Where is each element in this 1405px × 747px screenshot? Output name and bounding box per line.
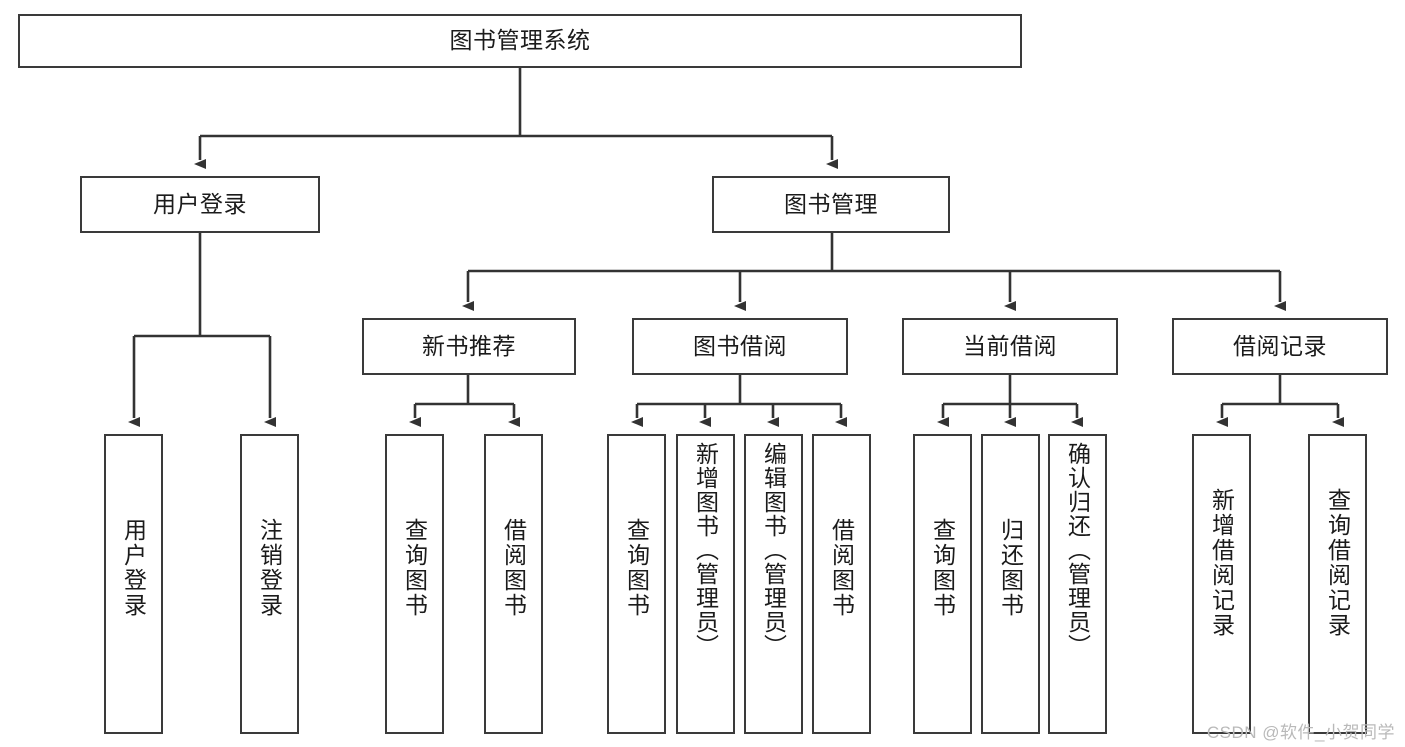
node-leaf-return-book-label: 归还图书	[997, 518, 1024, 618]
node-leaf-borrow-book-2-label: 借阅图书	[828, 518, 855, 618]
node-current-borrow[interactable]: 当前借阅	[902, 318, 1118, 375]
node-leaf-query-book-2[interactable]: 查询图书	[607, 434, 666, 734]
node-leaf-borrow-book-1[interactable]: 借阅图书	[484, 434, 543, 734]
node-leaf-user-logout-label: 注销登录	[256, 518, 283, 618]
node-leaf-query-book-1-label: 查询图书	[401, 518, 428, 618]
node-book-borrow[interactable]: 图书借阅	[632, 318, 848, 375]
node-borrow-record-label: 借阅记录	[1233, 332, 1327, 359]
node-leaf-user-logout[interactable]: 注销登录	[240, 434, 299, 734]
node-leaf-add-book-label: 新增图书（管理员）	[692, 442, 719, 658]
node-current-borrow-label: 当前借阅	[963, 332, 1057, 359]
node-new-book-recommend[interactable]: 新书推荐	[362, 318, 576, 375]
node-leaf-confirm-return-label: 确认归还（管理员）	[1064, 442, 1091, 658]
node-book-borrow-label: 图书借阅	[693, 332, 787, 359]
node-leaf-add-record-label: 新增借阅记录	[1208, 488, 1235, 638]
node-root[interactable]: 图书管理系统	[18, 14, 1022, 68]
watermark: CSDN @软件_小贺同学	[1206, 723, 1395, 742]
node-root-label: 图书管理系统	[449, 27, 591, 54]
node-leaf-edit-book-label: 编辑图书（管理员）	[760, 442, 787, 658]
node-book-management-label: 图书管理	[784, 190, 878, 217]
node-leaf-query-book-1[interactable]: 查询图书	[385, 434, 444, 734]
node-leaf-query-book-3[interactable]: 查询图书	[913, 434, 972, 734]
node-leaf-user-login[interactable]: 用户登录	[104, 434, 163, 734]
node-leaf-query-book-2-label: 查询图书	[623, 518, 650, 618]
node-leaf-add-record[interactable]: 新增借阅记录	[1192, 434, 1251, 734]
node-leaf-add-book[interactable]: 新增图书（管理员）	[676, 434, 735, 734]
node-leaf-borrow-book-1-label: 借阅图书	[500, 518, 527, 618]
node-book-management[interactable]: 图书管理	[712, 176, 950, 233]
node-user-login[interactable]: 用户登录	[80, 176, 320, 233]
node-new-book-recommend-label: 新书推荐	[422, 332, 516, 359]
node-leaf-edit-book[interactable]: 编辑图书（管理员）	[744, 434, 803, 734]
node-leaf-query-record[interactable]: 查询借阅记录	[1308, 434, 1367, 734]
node-user-login-label: 用户登录	[153, 190, 247, 217]
node-leaf-borrow-book-2[interactable]: 借阅图书	[812, 434, 871, 734]
node-leaf-confirm-return[interactable]: 确认归还（管理员）	[1048, 434, 1107, 734]
node-leaf-query-book-3-label: 查询图书	[929, 518, 956, 618]
node-leaf-return-book[interactable]: 归还图书	[981, 434, 1040, 734]
node-leaf-user-login-label: 用户登录	[120, 518, 147, 618]
node-borrow-record[interactable]: 借阅记录	[1172, 318, 1388, 375]
node-leaf-query-record-label: 查询借阅记录	[1324, 488, 1351, 638]
